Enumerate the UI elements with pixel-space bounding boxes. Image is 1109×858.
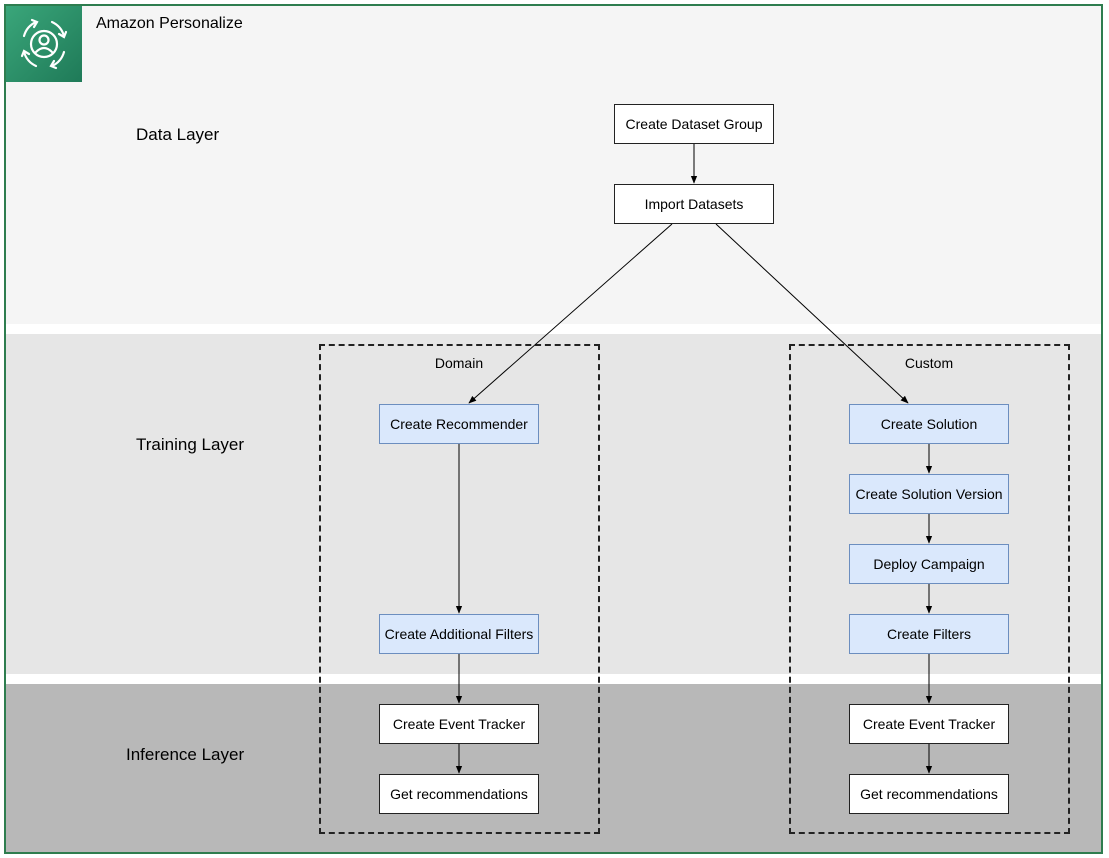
create-additional-filters-node: Create Additional Filters xyxy=(379,614,539,654)
deploy-campaign-node: Deploy Campaign xyxy=(849,544,1009,584)
data-layer-band xyxy=(6,6,1103,324)
import-datasets-node: Import Datasets xyxy=(614,184,774,224)
data-layer-label: Data Layer xyxy=(136,125,220,144)
create-solution-version-node: Create Solution Version xyxy=(849,474,1009,514)
domain-create-event-tracker-node: Create Event Tracker xyxy=(379,704,539,744)
create-solution-node: Create Solution xyxy=(849,404,1009,444)
app-title: Amazon Personalize xyxy=(96,15,243,32)
edge-import-to-solution xyxy=(715,223,909,404)
custom-get-recommendations-node: Get recommendations xyxy=(849,774,1009,814)
domain-group-box xyxy=(319,344,600,834)
inference-layer-label: Inference Layer xyxy=(126,745,245,764)
diagram-frame xyxy=(4,4,1103,854)
create-recommender-node: Create Recommender xyxy=(379,404,539,444)
create-dataset-group-node: Create Dataset Group xyxy=(614,104,774,144)
domain-get-recommendations-node: Get recommendations xyxy=(379,774,539,814)
training-layer-label: Training Layer xyxy=(136,435,245,454)
create-filters-node: Create Filters xyxy=(849,614,1009,654)
personalize-logo-icon xyxy=(6,6,82,82)
custom-group-box xyxy=(789,344,1070,834)
custom-group-label: Custom xyxy=(904,355,954,371)
custom-create-event-tracker-node: Create Event Tracker xyxy=(849,704,1009,744)
domain-group-label: Domain xyxy=(434,355,484,371)
edge-import-to-recommender xyxy=(468,223,673,404)
